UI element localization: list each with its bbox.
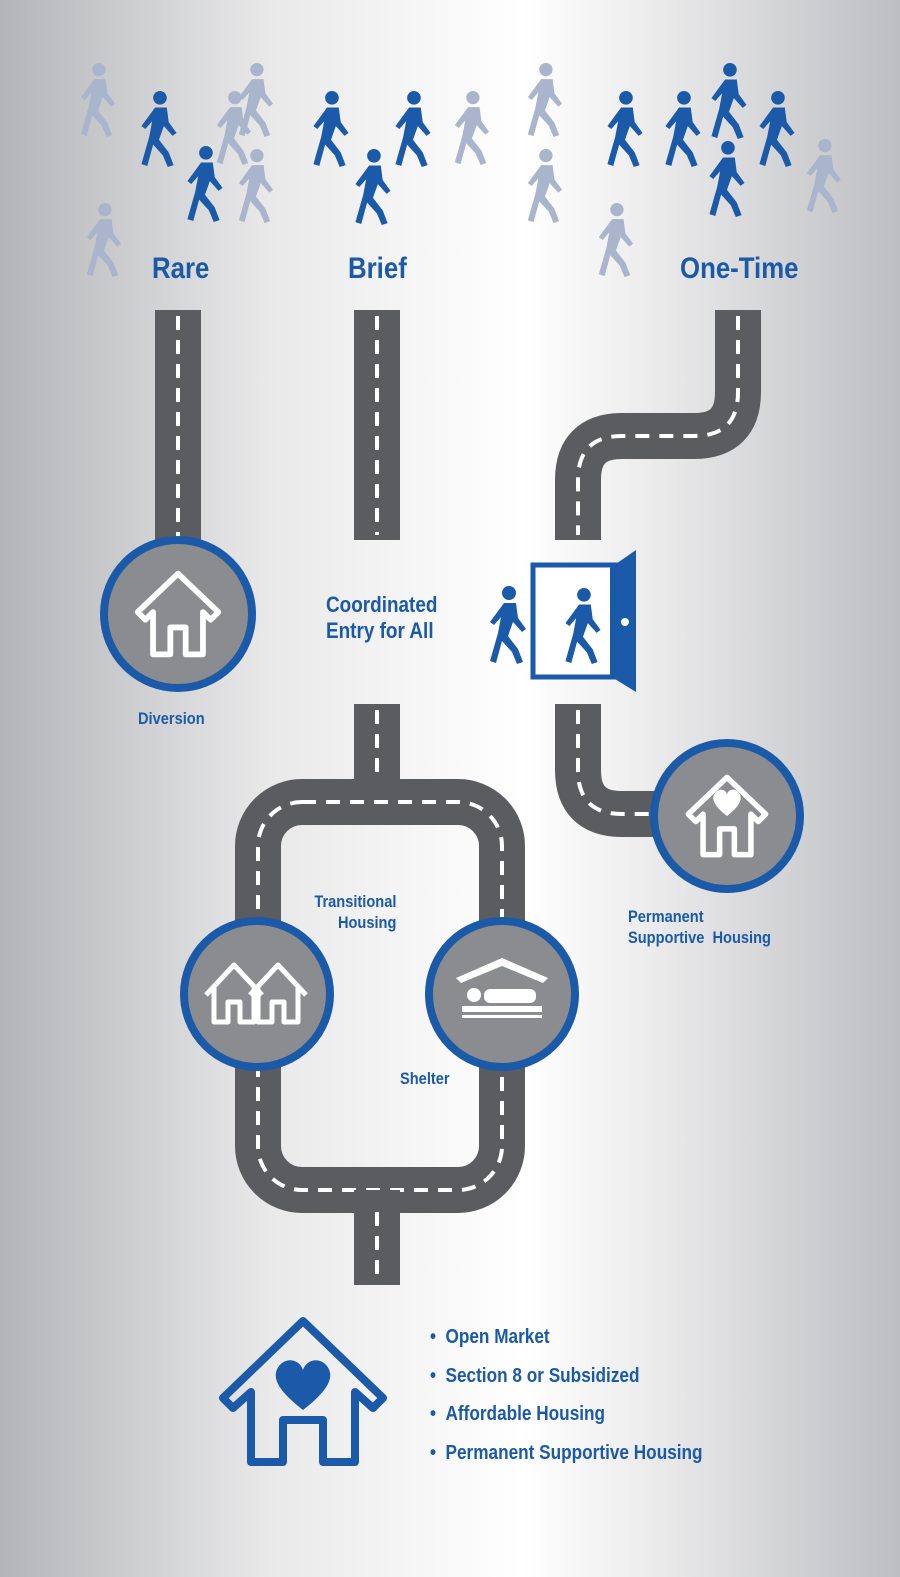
bed-under-roof-icon <box>456 958 548 1018</box>
list-item: •Permanent Supportive Housing <box>430 1441 703 1464</box>
list-item: •Open Market <box>430 1326 550 1348</box>
label-coordinated-entry: Coordinated Entry for All <box>326 592 438 643</box>
heart-icon <box>275 1360 331 1410</box>
shelter-station <box>425 917 579 1071</box>
housing-options-list: •Open Market •Section 8 or Subsidized •A… <box>430 1325 703 1479</box>
label-brief: Brief <box>348 252 407 285</box>
label-shelter: Shelter <box>400 1069 450 1088</box>
label-one-time: One-Time <box>680 252 799 285</box>
label-rare: Rare <box>152 252 210 285</box>
list-item: •Section 8 or Subsidized <box>430 1364 640 1387</box>
label-transitional-housing: Transitional Housing <box>313 892 396 932</box>
destination-house <box>219 1317 387 1466</box>
label-diversion: Diversion <box>138 709 205 728</box>
person-walking-icon <box>490 586 526 664</box>
transitional-housing-station <box>180 917 334 1071</box>
list-item: •Affordable Housing <box>430 1403 606 1425</box>
permanent-supportive-station <box>650 739 804 893</box>
two-houses-icon <box>204 962 308 1025</box>
label-permanent-supportive-housing: Permanent Supportive Housing <box>628 907 771 947</box>
open-door-icon <box>530 550 636 692</box>
diversion-station <box>100 536 256 692</box>
